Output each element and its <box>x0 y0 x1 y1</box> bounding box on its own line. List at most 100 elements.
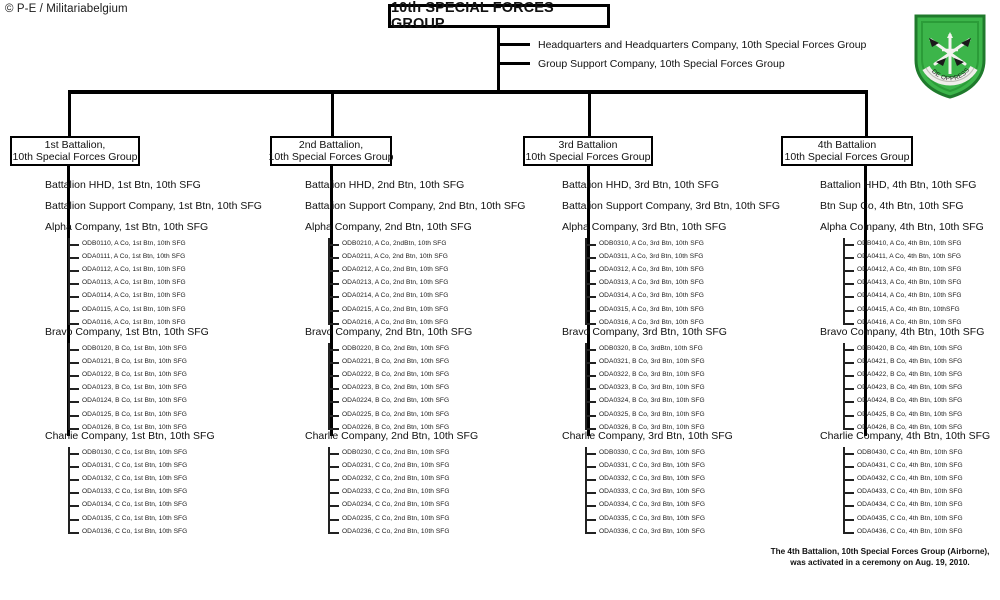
team-label[interactable]: ODB0430, C Co, 4th Btn, 10th SFG <box>857 449 963 456</box>
unit-label[interactable]: Alpha Company, 4th Btn, 10th SFG <box>820 221 984 233</box>
team-label[interactable]: ODA0425, B Co, 4th Btn, 10th SFG <box>857 410 963 418</box>
team-label[interactable]: ODB0210, A Co, 2ndBtn, 10th SFG <box>342 240 447 247</box>
unit-label[interactable]: Bravo Company, 1st Btn, 10th SFG <box>45 326 209 338</box>
team-label[interactable]: ODA0432, C Co, 4th Btn, 10th SFG <box>857 475 963 483</box>
team-label[interactable]: ODA0122, B Co, 1st Btn, 10th SFG <box>82 371 187 379</box>
team-label[interactable]: ODB0230, C Co, 2nd Btn, 10th SFG <box>342 449 450 456</box>
team-label[interactable]: ODA0311, A Co, 3rd Btn, 10th SFG <box>599 253 704 261</box>
team-label[interactable]: ODA0435, C Co, 4th Btn, 10th SFG <box>857 514 963 522</box>
team-label[interactable]: ODB0130, C Co, 1st Btn, 10th SFG <box>82 449 188 456</box>
team-label[interactable]: ODA0235, C Co, 2nd Btn, 10th SFG <box>342 514 450 522</box>
team-label[interactable]: ODA0125, B Co, 1st Btn, 10th SFG <box>82 410 187 418</box>
team-label[interactable]: ODA0131, C Co, 1st Btn, 10th SFG <box>82 462 188 470</box>
team-label[interactable]: ODB0310, A Co, 3rd Btn, 10th SFG <box>599 240 704 247</box>
team-label[interactable]: ODA0424, B Co, 4th Btn, 10th SFG <box>857 397 963 405</box>
team-label[interactable]: ODA0312, A Co, 3rd Btn, 10th SFG <box>599 266 704 274</box>
team-label[interactable]: ODA0124, B Co, 1st Btn, 10th SFG <box>82 397 187 405</box>
team-label[interactable]: ODA0336, C Co, 3rd Btn, 10th SFG <box>599 527 706 535</box>
unit-label[interactable]: Battalion HHD, 3rd Btn, 10th SFG <box>562 179 719 191</box>
team-label[interactable]: ODA0322, B Co, 3rd Btn, 10th SFG <box>599 371 705 379</box>
team-label[interactable]: ODA0221, B Co, 2nd Btn, 10th SFG <box>342 358 450 366</box>
team-label[interactable]: ODA0111, A Co, 1st Btn, 10th SFG <box>82 253 186 261</box>
team-label[interactable]: ODA0224, B Co, 2nd Btn, 10th SFG <box>342 397 450 405</box>
team-label[interactable]: ODA0426, B Co, 4th Btn, 10th SFG <box>857 423 963 431</box>
team-label[interactable]: ODA0214, A Co, 2nd Btn, 10th SFG <box>342 292 449 300</box>
team-label[interactable]: ODA0233, C Co, 2nd Btn, 10th SFG <box>342 488 450 496</box>
team-label[interactable]: ODA0415, A Co, 4th Btn, 10thSFG <box>857 305 960 313</box>
team-label[interactable]: ODA0313, A Co, 3rd Btn, 10th SFG <box>599 279 704 287</box>
team-label[interactable]: ODA0315, A Co, 3rd Btn, 10th SFG <box>599 305 704 313</box>
unit-label[interactable]: Bravo Company, 4th Btn, 10th SFG <box>820 326 985 338</box>
team-label[interactable]: ODA0223, B Co, 2nd Btn, 10th SFG <box>342 384 450 392</box>
unit-label[interactable]: Battalion HHD, 2nd Btn, 10th SFG <box>305 179 465 191</box>
team-label[interactable]: ODA0324, B Co, 3rd Btn, 10th SFG <box>599 397 705 405</box>
team-label[interactable]: ODA0215, A Co, 2nd Btn, 10th SFG <box>342 305 449 313</box>
team-label[interactable]: ODA0421, B Co, 4th Btn, 10th SFG <box>857 358 963 366</box>
team-label[interactable]: ODA0135, C Co, 1st Btn, 10th SFG <box>82 514 188 522</box>
team-label[interactable]: ODA0222, B Co, 2nd Btn, 10th SFG <box>342 371 450 379</box>
unit-label[interactable]: Bravo Company, 3rd Btn, 10th SFG <box>562 326 727 338</box>
team-label[interactable]: ODA0112, A Co, 1st Btn, 10th SFG <box>82 266 186 274</box>
team-label[interactable]: ODA0211, A Co, 2nd Btn, 10th SFG <box>342 253 448 261</box>
team-label[interactable]: ODA0123, B Co, 1st Btn, 10th SFG <box>82 384 187 392</box>
battalion-box-1[interactable]: 1st Battalion,10th Special Forces Group <box>10 136 140 166</box>
team-label[interactable]: ODA0333, C Co, 3rd Btn, 10th SFG <box>599 488 706 496</box>
team-label[interactable]: ODA0332, C Co, 3rd Btn, 10th SFG <box>599 475 706 483</box>
team-label[interactable]: ODA0321, B Co, 3rd Btn, 10th SFG <box>599 358 705 366</box>
unit-label[interactable]: Alpha Company, 3rd Btn, 10th SFG <box>562 221 727 233</box>
team-label[interactable]: ODA0126, B Co, 1st Btn, 10th SFG <box>82 423 187 431</box>
team-label[interactable]: ODA0423, B Co, 4th Btn, 10th SFG <box>857 384 963 392</box>
unit-label[interactable]: Alpha Company, 2nd Btn, 10th SFG <box>305 221 472 233</box>
team-label[interactable]: ODA0414, A Co, 4th Btn, 10th SFG <box>857 292 962 300</box>
team-label[interactable]: ODA0226, B Co, 2nd Btn, 10th SFG <box>342 423 450 431</box>
team-label[interactable]: ODB0110, A Co, 1st Btn, 10th SFG <box>82 240 186 247</box>
team-label[interactable]: ODA0434, C Co, 4th Btn, 10th SFG <box>857 501 963 509</box>
unit-label[interactable]: Alpha Company, 1st Btn, 10th SFG <box>45 221 209 233</box>
team-label[interactable]: ODA0422, B Co, 4th Btn, 10th SFG <box>857 371 963 379</box>
team-label[interactable]: ODB0320, B Co, 3rdBtn, 10th SFG <box>599 345 703 352</box>
unit-label[interactable]: Battalion Support Company, 2nd Btn, 10th… <box>305 200 526 212</box>
team-label[interactable]: ODB0120, B Co, 1st Btn, 10th SFG <box>82 345 187 352</box>
team-label[interactable]: ODB0330, C Co, 3rd Btn, 10th SFG <box>599 449 706 456</box>
team-label[interactable]: ODA0431, C Co, 4th Btn, 10th SFG <box>857 462 963 470</box>
team-label[interactable]: ODA0234, C Co, 2nd Btn, 10th SFG <box>342 501 450 509</box>
team-label[interactable]: ODB0410, A Co, 4th Btn, 10th SFG <box>857 240 962 247</box>
team-label[interactable]: ODA0113, A Co, 1st Btn, 10th SFG <box>82 279 186 287</box>
team-label[interactable]: ODA0436, C Co, 4th Btn, 10th SFG <box>857 527 963 535</box>
team-label[interactable]: ODA0335, C Co, 3rd Btn, 10th SFG <box>599 514 706 522</box>
team-label[interactable]: ODA0416, A Co, 4th Btn, 10th SFG <box>857 318 962 326</box>
team-label[interactable]: ODA0411, A Co, 4th Btn, 10th SFG <box>857 253 962 261</box>
unit-label[interactable]: Battalion Support Company, 1st Btn, 10th… <box>45 200 262 212</box>
unit-label[interactable]: Bravo Company, 2nd Btn, 10th SFG <box>305 326 473 338</box>
team-label[interactable]: ODB0220, B Co, 2nd Btn, 10th SFG <box>342 345 450 352</box>
team-label[interactable]: ODA0213, A Co, 2nd Btn, 10th SFG <box>342 279 449 287</box>
team-label[interactable]: ODA0433, C Co, 4th Btn, 10th SFG <box>857 488 963 496</box>
team-label[interactable]: ODA0133, C Co, 1st Btn, 10th SFG <box>82 488 188 496</box>
unit-label[interactable]: Battalion HHD, 1st Btn, 10th SFG <box>45 179 201 191</box>
team-label[interactable]: ODA0212, A Co, 2nd Btn, 10th SFG <box>342 266 449 274</box>
team-label[interactable]: ODA0114, A Co, 1st Btn, 10th SFG <box>82 292 186 300</box>
team-label[interactable]: ODA0232, C Co, 2nd Btn, 10th SFG <box>342 475 450 483</box>
team-label[interactable]: ODA0136, C Co, 1st Btn, 10th SFG <box>82 527 188 535</box>
team-label[interactable]: ODA0413, A Co, 4th Btn, 10th SFG <box>857 279 962 287</box>
team-label[interactable]: ODA0325, B Co, 3rd Btn, 10th SFG <box>599 410 705 418</box>
team-label[interactable]: ODA0231, C Co, 2nd Btn, 10th SFG <box>342 462 450 470</box>
team-label[interactable]: ODA0316, A Co, 3rd Btn, 10th SFG <box>599 318 704 326</box>
unit-label[interactable]: Charlie Company, 1st Btn, 10th SFG <box>45 430 215 442</box>
unit-label[interactable]: Charlie Company, 4th Btn, 10th SFG <box>820 430 991 442</box>
team-label[interactable]: ODA0236, C Co, 2nd Btn, 10th SFG <box>342 527 450 535</box>
team-label[interactable]: ODA0225, B Co, 2nd Btn, 10th SFG <box>342 410 450 418</box>
unit-label[interactable]: Charlie Company, 3rd Btn, 10th SFG <box>562 430 733 442</box>
team-label[interactable]: ODA0121, B Co, 1st Btn, 10th SFG <box>82 358 187 366</box>
unit-label[interactable]: Battalion Support Company, 3rd Btn, 10th… <box>562 200 781 212</box>
team-label[interactable]: ODA0412, A Co, 4th Btn, 10th SFG <box>857 266 962 274</box>
team-label[interactable]: ODA0326, B Co, 3rd Btn, 10th SFG <box>599 423 705 431</box>
team-label[interactable]: ODA0134, C Co, 1st Btn, 10th SFG <box>82 501 188 509</box>
team-label[interactable]: ODB0420, B Co, 4th Btn, 10th SFG <box>857 345 963 352</box>
team-label[interactable]: ODA0334, C Co, 3rd Btn, 10th SFG <box>599 501 706 509</box>
team-label[interactable]: ODA0323, B Co, 3rd Btn, 10th SFG <box>599 384 705 392</box>
battalion-box-2[interactable]: 2nd Battalion,10th Special Forces Group <box>269 136 393 166</box>
unit-label[interactable]: Battalion HHD, 4th Btn, 10th SFG <box>820 179 977 191</box>
team-label[interactable]: ODA0331, C Co, 3rd Btn, 10th SFG <box>599 462 706 470</box>
